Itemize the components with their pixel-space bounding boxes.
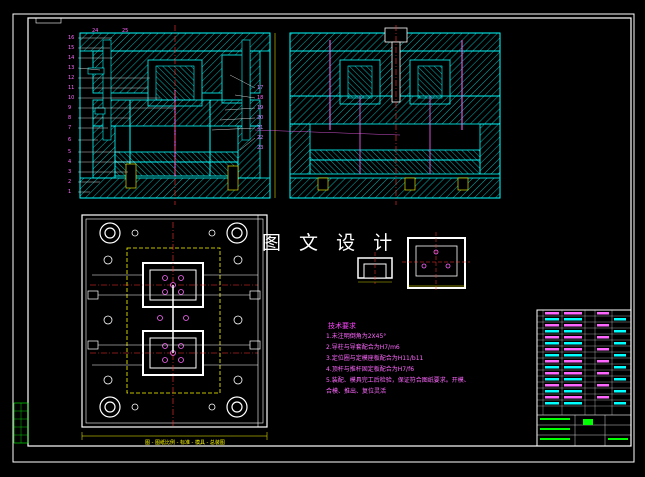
part-no: 25 bbox=[122, 28, 128, 34]
part-no: 17 bbox=[257, 85, 263, 91]
tech-requirements-title: 技术要求 bbox=[328, 322, 356, 330]
part-no: 4 bbox=[68, 159, 71, 165]
part-numbers-right: 17 18 19 20 21 22 23 24 25 bbox=[92, 28, 263, 151]
section-view-left bbox=[77, 25, 276, 205]
part-no: 18 bbox=[257, 95, 263, 101]
part-no: 12 bbox=[68, 75, 74, 81]
part-no: 10 bbox=[68, 95, 74, 101]
title-block bbox=[536, 309, 632, 447]
part-no: 3 bbox=[68, 169, 71, 175]
part-no: 6 bbox=[68, 137, 71, 143]
tech-requirement-item: 5.装配、模具完工后检验，保证符合图纸要求。开模、 bbox=[326, 377, 470, 384]
tech-requirement-item: 2.导柱与导套配合为H7/m6 bbox=[326, 344, 400, 351]
part-no: 9 bbox=[68, 105, 71, 111]
tech-requirement-item: 1.未注明倒角为2X45° bbox=[326, 333, 387, 340]
tech-requirement-item: 合模、推出、复位灵活 bbox=[326, 388, 387, 395]
part-detail-top bbox=[402, 232, 470, 292]
drawing-frame bbox=[12, 13, 635, 463]
part-no: 23 bbox=[257, 145, 263, 151]
part-no: 13 bbox=[68, 65, 74, 71]
tech-requirement-item: 4.顶杆与推杆固定板配合为H7/f6 bbox=[326, 366, 415, 373]
part-no: 14 bbox=[68, 55, 74, 61]
watermark-text: 图 文 设 计 bbox=[262, 232, 399, 254]
part-detail-side bbox=[357, 252, 393, 284]
part-no: 16 bbox=[68, 35, 74, 41]
part-no: 21 bbox=[257, 125, 263, 131]
part-no: 1 bbox=[68, 189, 71, 195]
section-view-right bbox=[254, 25, 501, 205]
part-no: 2 bbox=[68, 179, 71, 185]
part-no: 15 bbox=[68, 45, 74, 51]
part-no: 19 bbox=[257, 105, 263, 111]
part-numbers-left: 16 15 14 13 12 11 10 9 8 7 6 5 4 3 2 1 bbox=[68, 35, 74, 195]
plan-view bbox=[81, 214, 268, 440]
plan-dimension-label: 图 - 图纸比例 - 标准 - 模具 - 总装图 bbox=[145, 440, 225, 446]
part-no: 20 bbox=[257, 115, 263, 121]
revision-strip bbox=[13, 402, 29, 444]
part-no: 5 bbox=[68, 149, 71, 155]
part-no: 11 bbox=[68, 85, 74, 91]
part-no: 24 bbox=[92, 28, 98, 34]
tech-requirement-item: 3.定位圈与定模座板配合为H11/b11 bbox=[326, 355, 424, 362]
part-no: 22 bbox=[257, 135, 263, 141]
part-no: 8 bbox=[68, 115, 71, 121]
part-no: 7 bbox=[68, 125, 71, 131]
